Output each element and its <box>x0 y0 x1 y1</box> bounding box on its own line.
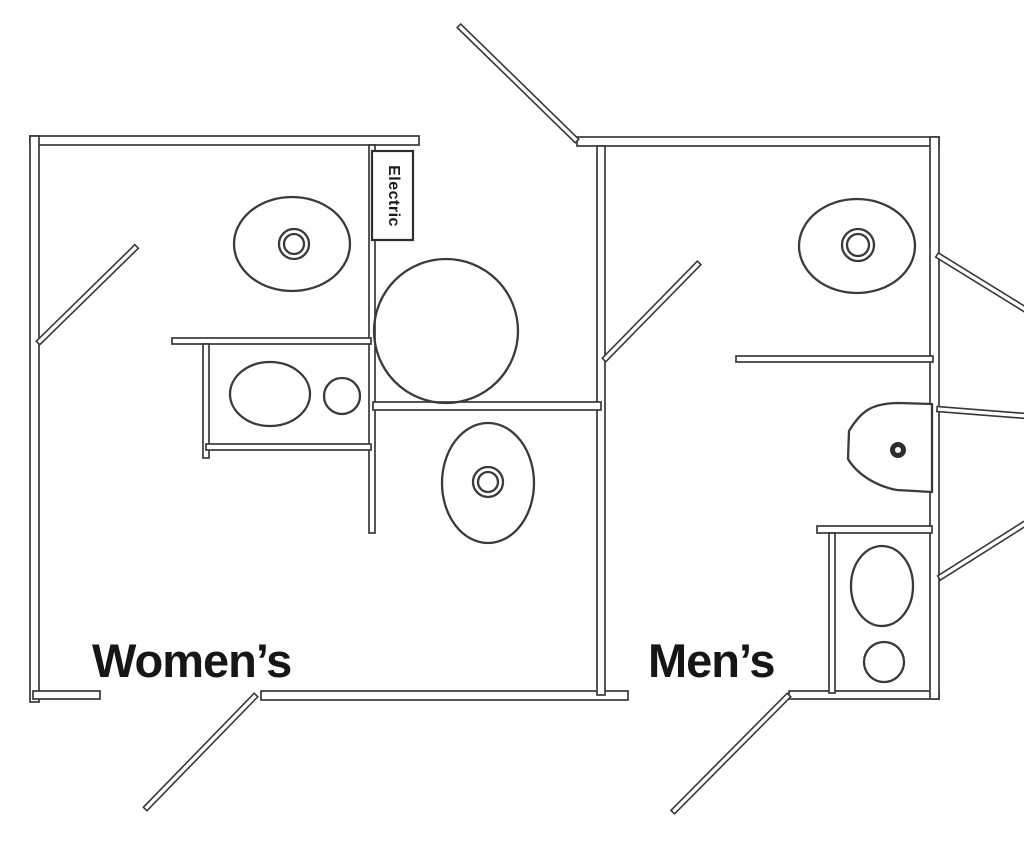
toilet-drain-inner-icon <box>845 232 871 258</box>
womens-counter-left-edge <box>202 343 210 459</box>
door-leaf-right-upper-icon <box>934 251 1024 314</box>
wall-mens-left <box>596 145 606 696</box>
urinal-icon <box>846 401 934 494</box>
walls <box>29 135 940 703</box>
toilet-drain-outer-icon <box>840 227 876 263</box>
doors <box>35 22 1024 815</box>
womens-counter-bottom-edge <box>205 443 372 451</box>
turning-circle-icon <box>372 257 520 405</box>
toilet-drain-outer-icon <box>471 465 505 499</box>
wall-bottom-left-segment <box>32 690 101 700</box>
wall-womens-top <box>29 135 420 146</box>
wall-bottom-center-segment <box>260 690 629 701</box>
toilet-drain-outer-icon <box>277 227 311 261</box>
womens-fixtures <box>228 195 536 545</box>
mens-fixtures <box>797 197 934 684</box>
womens-room-label: Women’s <box>92 634 292 687</box>
toilet-icon-womens-upper <box>232 195 352 293</box>
urinal-drain-icon <box>890 442 906 458</box>
electric-closet-box <box>370 149 415 242</box>
door-leaf-mens-exterior-icon <box>669 692 792 815</box>
toilet-drain-inner-icon <box>282 232 306 256</box>
mens-privacy-partition <box>735 355 934 363</box>
door-leaf-mens-top-entry-icon <box>456 22 580 144</box>
wall-mens-top <box>576 136 940 147</box>
electric-closet-label: Electric <box>385 165 402 227</box>
wall-bottom-right-segment <box>788 690 940 700</box>
vanity-drain-icon <box>322 376 362 416</box>
toilet-icon-womens-accessible <box>440 421 536 545</box>
door-leaf-womens-entry-icon <box>35 243 140 346</box>
door-leaf-right-lower-icon <box>936 519 1024 582</box>
wall-womens-mid <box>372 401 602 411</box>
door-leaf-mens-stall-icon <box>601 259 703 363</box>
toilet-drain-inner-icon <box>476 470 500 494</box>
mens-cabinet-left-edge <box>828 532 836 694</box>
mens-counter-lip <box>816 525 933 534</box>
womens-counter-top-edge <box>171 337 372 345</box>
cabinet-basin-icon <box>849 544 915 628</box>
mens-room-label: Men’s <box>648 634 775 687</box>
toilet-icon-mens <box>797 197 917 295</box>
wall-womens-left <box>29 135 40 703</box>
cabinet-drain-icon <box>862 640 906 684</box>
vanity-basin-icon <box>228 360 312 428</box>
door-leaf-womens-exterior-icon <box>142 692 259 812</box>
passage-line-right-icon <box>935 405 1024 420</box>
